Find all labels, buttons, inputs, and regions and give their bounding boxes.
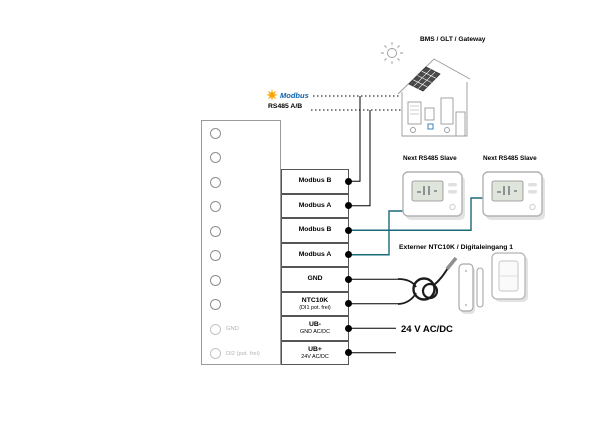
- terminal-circle: [210, 348, 221, 360]
- modbus-logo-text: Modbus: [280, 90, 309, 100]
- lcd-digits: [417, 186, 437, 195]
- terminal-box-modbus-b-1: Modbus B: [281, 169, 349, 194]
- terminal-dot-modbus-a-2: [345, 251, 352, 259]
- terminal-row: [202, 293, 280, 318]
- terminal-row-gnd: GND: [202, 317, 280, 342]
- building-illustration: [381, 42, 471, 137]
- terminal-block-left-column: GND DI2 (pot. frei): [201, 120, 281, 365]
- terminal-row: [202, 244, 280, 269]
- terminal-box-ntc10k: NTC10K(DI1 pot. frei): [281, 291, 349, 316]
- terminal-row: [202, 121, 280, 146]
- wire-modbus-b-riser: [349, 96, 361, 182]
- sun-icon: [381, 42, 403, 64]
- terminal-row: [202, 268, 280, 293]
- terminal-dot-modbus-b-1: [345, 177, 352, 185]
- wire-modbus-a-slave1: [349, 210, 403, 256]
- rs485-label: RS485 A/B: [268, 103, 303, 110]
- modbus-star-icon: [266, 89, 278, 101]
- button-up: [528, 183, 537, 187]
- terminal-box-ub-plus: UB+24V AC/DC: [281, 340, 349, 365]
- terminal-row-di2: DI2 (pot. frei): [202, 342, 280, 367]
- lcd-screen: [491, 180, 524, 202]
- terminal-circle: [210, 152, 221, 164]
- door: [455, 111, 466, 137]
- terminal-dot-modbus-b-2: [345, 226, 352, 234]
- terminal-circle: [210, 176, 221, 188]
- roof-outline: [397, 58, 471, 95]
- cabinet-2: [424, 107, 435, 121]
- terminal-circle: [210, 127, 221, 139]
- slave1-label: Next RS485 Slave: [403, 155, 457, 162]
- terminal-box-modbus-a-2: Modbus A: [281, 242, 349, 267]
- meter-dial-1: [410, 127, 416, 133]
- probe-tip: [445, 256, 458, 271]
- terminal-row: [202, 195, 280, 220]
- wall-outline: [401, 82, 468, 137]
- rs485-slave-2-device: [482, 171, 545, 220]
- button-down: [528, 190, 537, 194]
- external-sensor-label: Externer NTC10K / Digitaleingang 1: [399, 244, 514, 251]
- cabinet-1: [407, 101, 422, 125]
- button-down: [448, 190, 457, 194]
- terminal-dot-ntc10k: [345, 300, 352, 308]
- wire-modbus-a-riser: [349, 110, 371, 207]
- solar-panel-grid: [413, 69, 436, 89]
- meter-dial-2: [444, 127, 450, 133]
- bms-gateway-label: BMS / GLT / Gateway: [420, 36, 486, 43]
- switch-rocker: [498, 260, 519, 292]
- terminal-box-modbus-a-1: Modbus A: [281, 193, 349, 218]
- modbus-logo: Modbus: [266, 89, 309, 101]
- dial-knob: [529, 203, 536, 211]
- wall-switch: [491, 252, 528, 302]
- gateway-module: [427, 123, 434, 130]
- cabinet-3: [440, 97, 454, 125]
- terminal-dot-gnd: [345, 275, 352, 283]
- lcd-digits: [497, 186, 517, 195]
- terminal-row: [202, 170, 280, 195]
- terminal-circle: [210, 274, 221, 286]
- terminal-box-gnd: GND: [281, 267, 349, 292]
- wire-modbus-b-slave2: [349, 197, 483, 231]
- contact-magnet: [476, 267, 484, 308]
- terminal-circle: [210, 201, 221, 213]
- terminal-circle: [210, 323, 221, 335]
- terminal-dot-modbus-a-1: [345, 202, 352, 210]
- terminal-circle: [210, 225, 221, 237]
- terminal-box-ub-minus: UB-GND AC/DC: [281, 316, 349, 341]
- terminal-dot-ub-minus: [345, 324, 352, 332]
- lcd-screen: [411, 180, 444, 202]
- terminal-box-modbus-b-2: Modbus B: [281, 218, 349, 243]
- door-contact-sensor: [458, 263, 484, 314]
- terminal-row: [202, 146, 280, 171]
- dial-knob: [449, 203, 456, 211]
- solar-panel: [408, 66, 441, 92]
- terminal-dot-ub-plus: [345, 349, 352, 357]
- slave2-label: Next RS485 Slave: [483, 155, 537, 162]
- button-up: [448, 183, 457, 187]
- terminal-circle: [210, 299, 221, 311]
- power-supply-label: 24 V AC/DC: [401, 324, 453, 335]
- terminal-circle: [210, 250, 221, 262]
- ntc-probe: [397, 256, 458, 305]
- terminal-row: [202, 219, 280, 244]
- rs485-slave-1-device: [402, 171, 465, 220]
